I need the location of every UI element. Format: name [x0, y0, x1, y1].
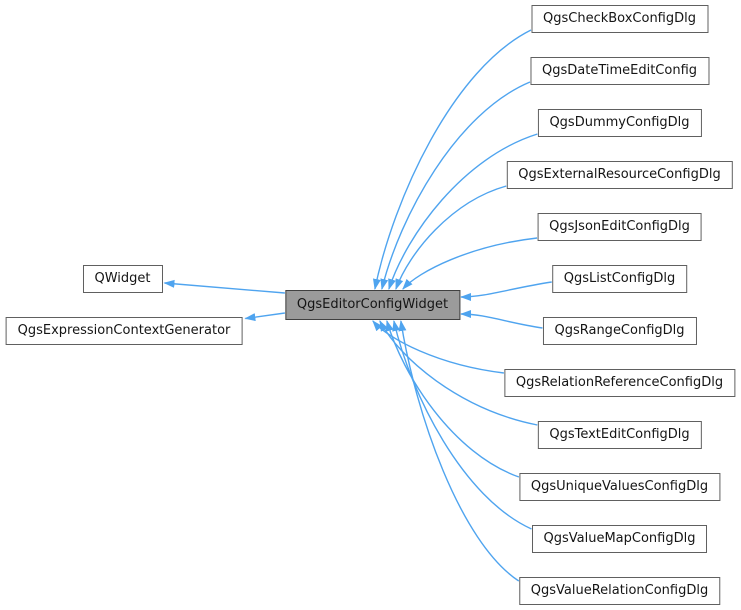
inheritance-edge	[388, 133, 538, 290]
derived-class-node-qgsdatetimeeditconfig[interactable]: QgsDateTimeEditConfig	[529, 57, 710, 85]
inheritance-edge	[395, 185, 507, 290]
inheritance-edge	[392, 320, 532, 530]
inheritance-edge	[379, 320, 538, 426]
inheritance-edge	[385, 320, 520, 478]
inheritance-edge	[460, 281, 552, 301]
derived-class-node-qgsexternalresourceconfigdlg[interactable]: QgsExternalResourceConfigDlg	[506, 161, 733, 189]
inheritance-edge	[244, 312, 285, 322]
inheritance-edge	[380, 81, 531, 290]
inheritance-edge	[372, 320, 504, 374]
inheritance-edge	[163, 279, 285, 294]
derived-class-node-qgsdummyconfigdlg[interactable]: QgsDummyConfigDlg	[537, 109, 702, 137]
derived-class-node-qgsvaluerelationconfigdlg[interactable]: QgsValueRelationConfigDlg	[518, 577, 721, 605]
class-node-qgseditorconfigwidget[interactable]: QgsEditorConfigWidget	[284, 290, 461, 320]
derived-class-node-qgstexteditconfigdlg[interactable]: QgsTextEditConfigDlg	[537, 421, 702, 449]
derived-class-node-qgsvaluemapconfigdlg[interactable]: QgsValueMapConfigDlg	[531, 525, 708, 553]
inheritance-edge	[398, 320, 520, 582]
derived-class-node-qgsrangeconfigdlg[interactable]: QgsRangeConfigDlg	[542, 317, 697, 345]
inheritance-edge	[402, 237, 538, 290]
derived-class-node-qgsjsoneditconfigdlg[interactable]: QgsJsonEditConfigDlg	[537, 213, 702, 241]
inheritance-edge	[372, 29, 532, 290]
base-class-node-qgsexpressioncontextgenerator[interactable]: QgsExpressionContextGenerator	[5, 317, 243, 345]
derived-class-node-qgsuniquevaluesconfigdlg[interactable]: QgsUniqueValuesConfigDlg	[518, 473, 721, 501]
derived-class-node-qgslistconfigdlg[interactable]: QgsListConfigDlg	[551, 265, 688, 293]
base-class-node-qwidget[interactable]: QWidget	[82, 265, 163, 293]
inheritance-edge	[460, 310, 543, 329]
derived-class-node-qgscheckboxconfigdlg[interactable]: QgsCheckBoxConfigDlg	[531, 5, 708, 33]
derived-class-node-qgsrelationreferenceconfigdlg[interactable]: QgsRelationReferenceConfigDlg	[503, 369, 736, 397]
